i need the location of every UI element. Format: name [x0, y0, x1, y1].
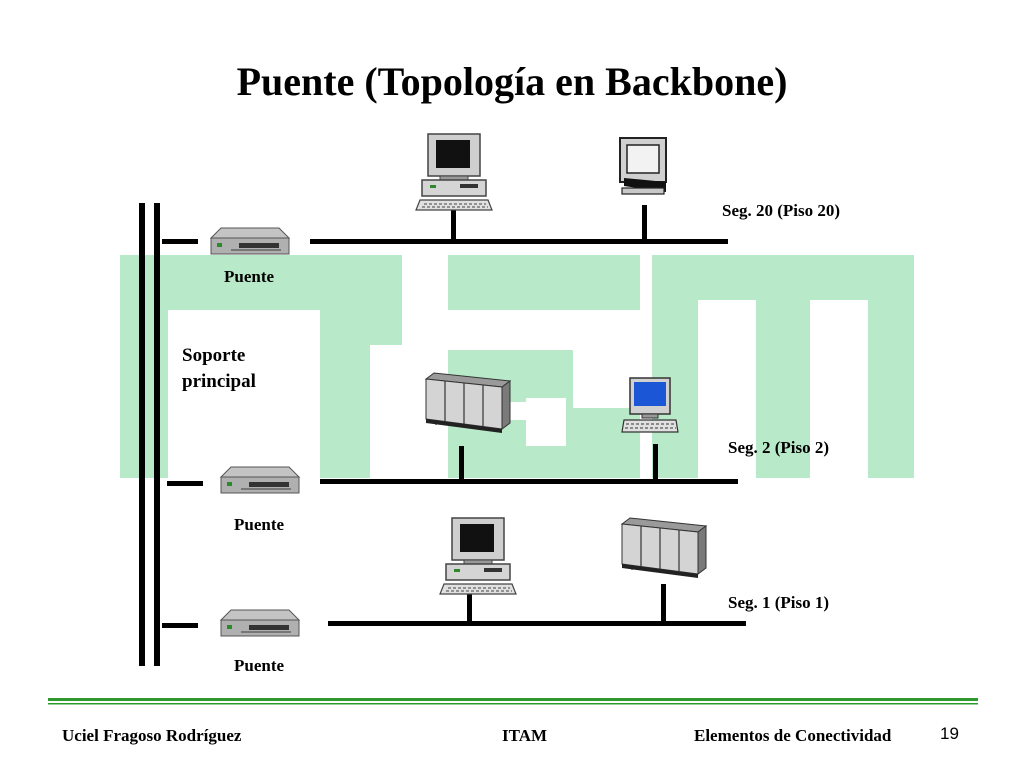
bridge-icon	[220, 609, 300, 637]
bridge-label: Puente	[234, 656, 285, 675]
segment-label: Seg. 1 (Piso 1)	[728, 593, 830, 612]
backbone-label: Soporte principal	[182, 343, 256, 395]
bridge-label: Puente	[224, 267, 275, 286]
footer-divider	[48, 698, 978, 705]
server-cabinet-icon	[621, 517, 707, 579]
bridge-icon	[220, 466, 300, 494]
backbone-lines	[139, 203, 160, 666]
page-number: 19	[940, 724, 959, 743]
server-cabinet-icon	[425, 372, 511, 434]
page-title: Puente (Topología en Backbone)	[236, 59, 788, 104]
segment-buses	[310, 239, 746, 626]
segment-label: Seg. 20 (Piso 20)	[722, 201, 841, 220]
device-drops	[451, 205, 666, 622]
terminal-icon	[621, 377, 679, 433]
footer-institution: ITAM	[502, 726, 548, 745]
bridge-label: Puente	[234, 515, 285, 534]
backbone-label-line2: principal	[182, 371, 256, 392]
segment-label: Seg. 2 (Piso 2)	[728, 438, 830, 457]
backbone-label-line1: Soporte	[182, 345, 246, 366]
bridge-links	[162, 239, 203, 628]
pc-icon	[439, 517, 517, 595]
footer-topic: Elementos de Conectividad	[694, 726, 892, 745]
monitor-icon	[619, 137, 667, 195]
footer-author: Uciel Fragoso Rodríguez	[62, 726, 242, 745]
pc-icon	[415, 133, 493, 211]
bridge-icon	[210, 227, 290, 255]
